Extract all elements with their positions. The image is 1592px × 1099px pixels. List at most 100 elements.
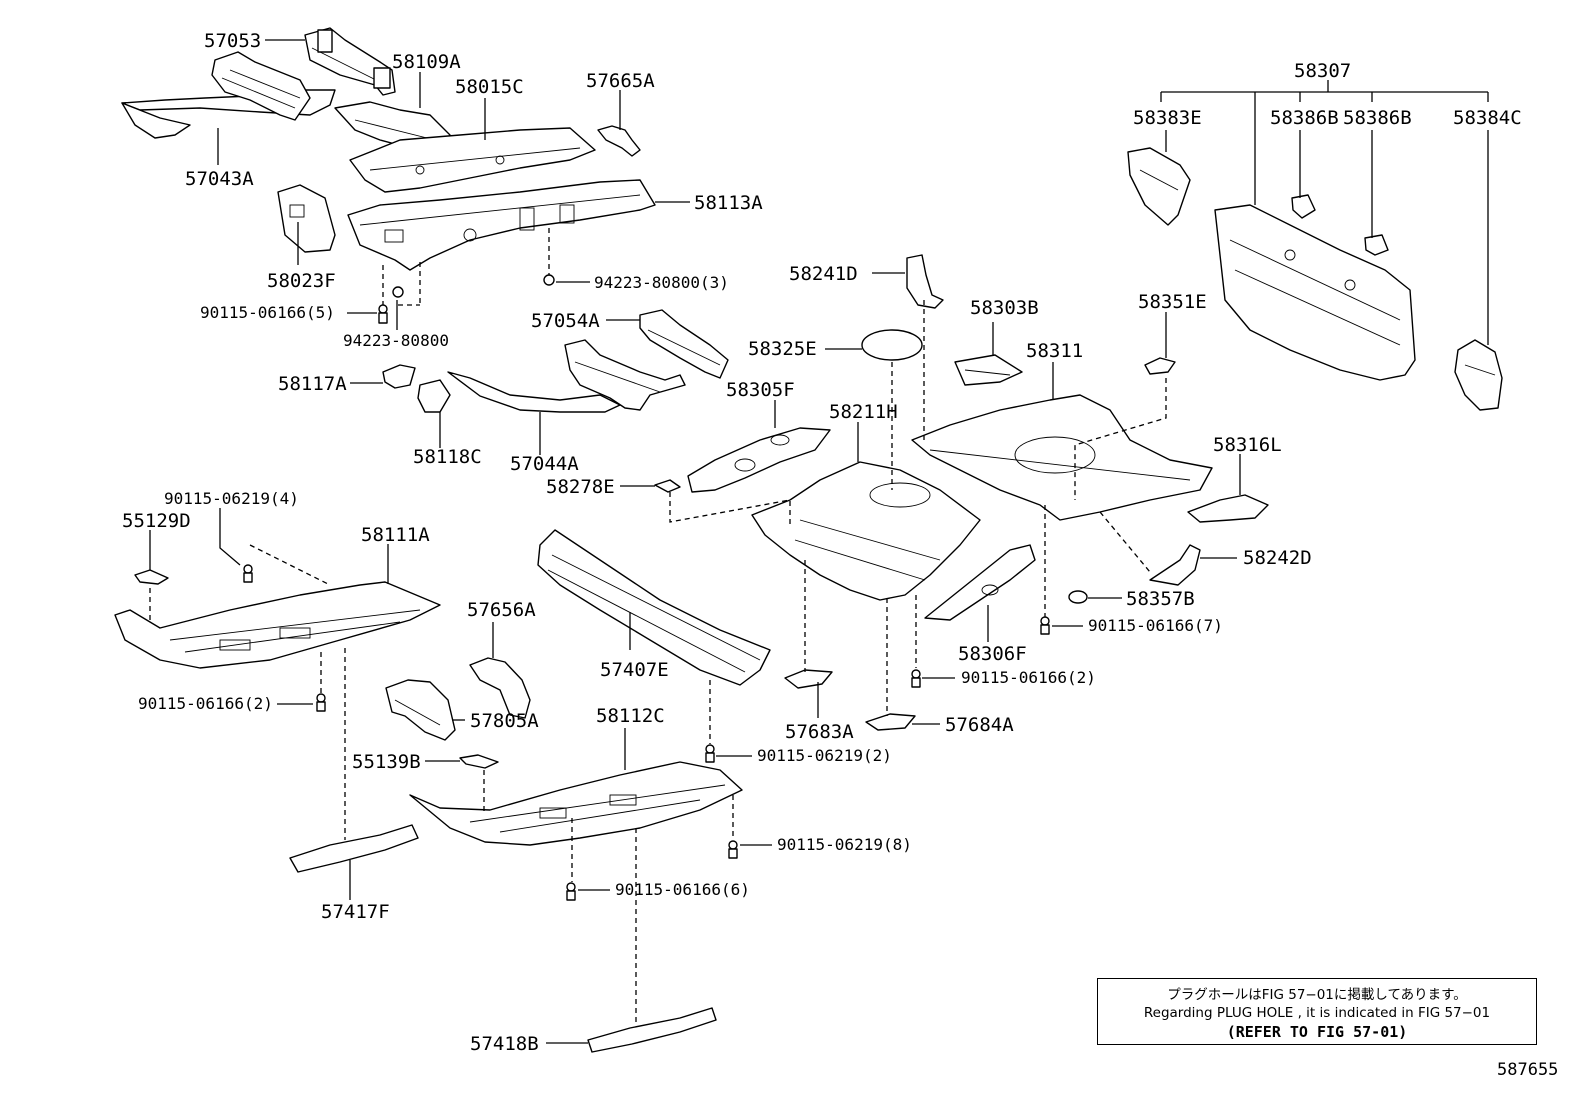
bolt-icon [1040,624,1050,635]
bolt-icon [911,669,921,679]
bolt-icon [316,693,326,703]
part-label: 58384C [1453,107,1522,129]
part-58311 [911,394,1213,521]
part-label: 57417F [321,901,390,923]
part-58325E [861,329,923,361]
part-label: 58112C [596,705,665,727]
part-58384C [1454,339,1503,411]
part-58357B [1068,590,1088,604]
part-57053 [304,27,396,96]
part-58386B-right [1364,234,1389,256]
part-label: 90115-06166(2) [138,694,273,713]
part-label: 58351E [1138,291,1207,313]
part-label: 57054A [531,310,600,332]
part-labels: 57053 58109A 58015C 57665A 58307 58383E … [122,30,1522,1055]
part-57418B [587,1007,717,1053]
part-58383E [1127,147,1191,226]
nut-icon [392,286,404,298]
part-label: 58211H [829,401,898,423]
part-label: 57053 [204,30,261,52]
part-label: 58113A [694,192,763,214]
part-label: 57044A [510,453,579,475]
part-label: 57684A [945,714,1014,736]
bolt-icon [911,677,921,688]
part-58241D [906,254,944,309]
part-58023F [277,184,336,253]
part-58316L [1187,494,1269,523]
bolt-icon [243,564,253,574]
part-57805A [385,679,456,741]
part-58303B [954,354,1023,386]
part-58278E [654,479,681,493]
part-55139B [459,754,499,769]
part-label: 58386B [1343,107,1412,129]
part-label: 57683A [785,721,854,743]
figure-number: 587655 [1497,1060,1559,1080]
part-58211H [751,461,981,601]
part-label: 90115-06219(8) [777,835,912,854]
part-55129D [134,569,169,585]
part-57407E [537,529,771,686]
part-label: 55129D [122,510,191,532]
part-label: 90115-06166(5) [200,303,335,322]
part-57417F [289,824,419,873]
part-label: 90115-06166(7) [1088,616,1223,635]
part-58113A [347,179,656,271]
part-58112C [409,761,743,846]
part-label: 94223-80800 [343,331,449,350]
nut-icon [543,274,555,286]
part-57665A [597,125,641,157]
part-label: 90115-06166(2) [961,668,1096,687]
note-japanese: プラグホールはFIG 57−01に掲載してあります。 [1167,987,1467,1003]
part-label: 55139B [352,751,421,773]
part-label: 90115-06166(6) [615,880,750,899]
bolt-icon [1040,616,1050,626]
part-label: 58311 [1026,340,1083,362]
part-label: 57043A [185,168,254,190]
part-label: 58111A [361,524,430,546]
part-label: 58278E [546,476,615,498]
bolt-icon [243,572,253,583]
part-label: 58386B [1270,107,1339,129]
part-label: 57656A [467,599,536,621]
part-58305F [687,427,831,493]
part-label: 58109A [392,51,461,73]
part-label: 58118C [413,446,482,468]
bolt-icon [705,744,715,754]
part-57656A [469,657,531,719]
part-58306F [924,544,1036,621]
part-label: 58357B [1126,588,1195,610]
part-57683A [784,669,833,689]
part-58386B-left [1291,194,1316,219]
part-57043A [121,51,336,139]
part-label: 58242D [1243,547,1312,569]
part-58242D [1149,544,1201,586]
dashed-lines [149,228,1167,1022]
part-58111A [114,581,441,669]
bolt-icons [243,274,1050,901]
part-label: 90115-06219(2) [757,746,892,765]
part-58351E [1144,357,1176,375]
part-label: 94223-80800(3) [594,273,729,292]
part-label: 58305F [726,379,795,401]
note-english: Regarding PLUG HOLE , it is indicated in… [1143,1005,1491,1021]
part-label: 57805A [470,710,539,732]
part-label: 58306F [958,643,1027,665]
part-label: 58307 [1294,60,1351,82]
bolt-icon [378,312,388,324]
part-label: 58015C [455,76,524,98]
part-label: 57665A [586,70,655,92]
bolt-icon [566,890,576,901]
part-58118C [417,379,451,413]
part-label: 57418B [470,1033,539,1055]
part-label: 58383E [1133,107,1202,129]
part-57684A [865,713,916,731]
part-label: 58117A [278,373,347,395]
part-label: 57407E [600,659,669,681]
part-label: 58023F [267,270,336,292]
part-label: 58316L [1213,434,1282,456]
part-57054A [639,309,729,379]
part-label: 58325E [748,338,817,360]
part-label: 58241D [789,263,858,285]
